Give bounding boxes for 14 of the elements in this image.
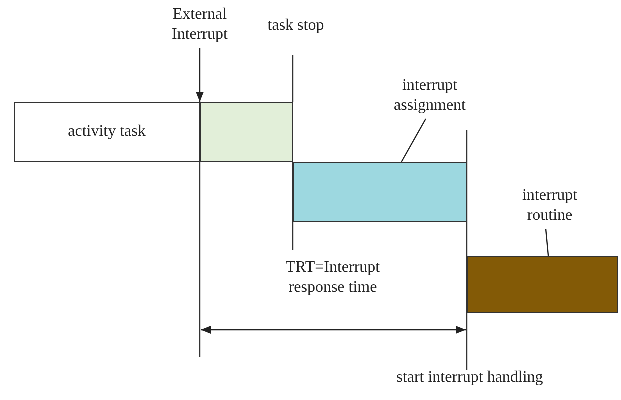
task-bar <box>467 256 618 313</box>
task-bar <box>14 102 200 162</box>
leader-line <box>401 118 427 162</box>
event-label: task stop <box>266 16 326 36</box>
task-bar <box>293 162 467 222</box>
task-bar <box>200 102 293 162</box>
arrow <box>196 48 204 102</box>
event-label: start interrupt handling <box>396 368 544 388</box>
event-label: External Interrupt <box>150 5 250 45</box>
phase-label: interrupt assignment <box>378 76 482 116</box>
dimension-label: TRT=Interrupt response time <box>284 258 382 298</box>
leader-line <box>545 228 550 256</box>
bar-label: activity task <box>68 123 146 141</box>
phase-label: interrupt routine <box>503 186 597 226</box>
